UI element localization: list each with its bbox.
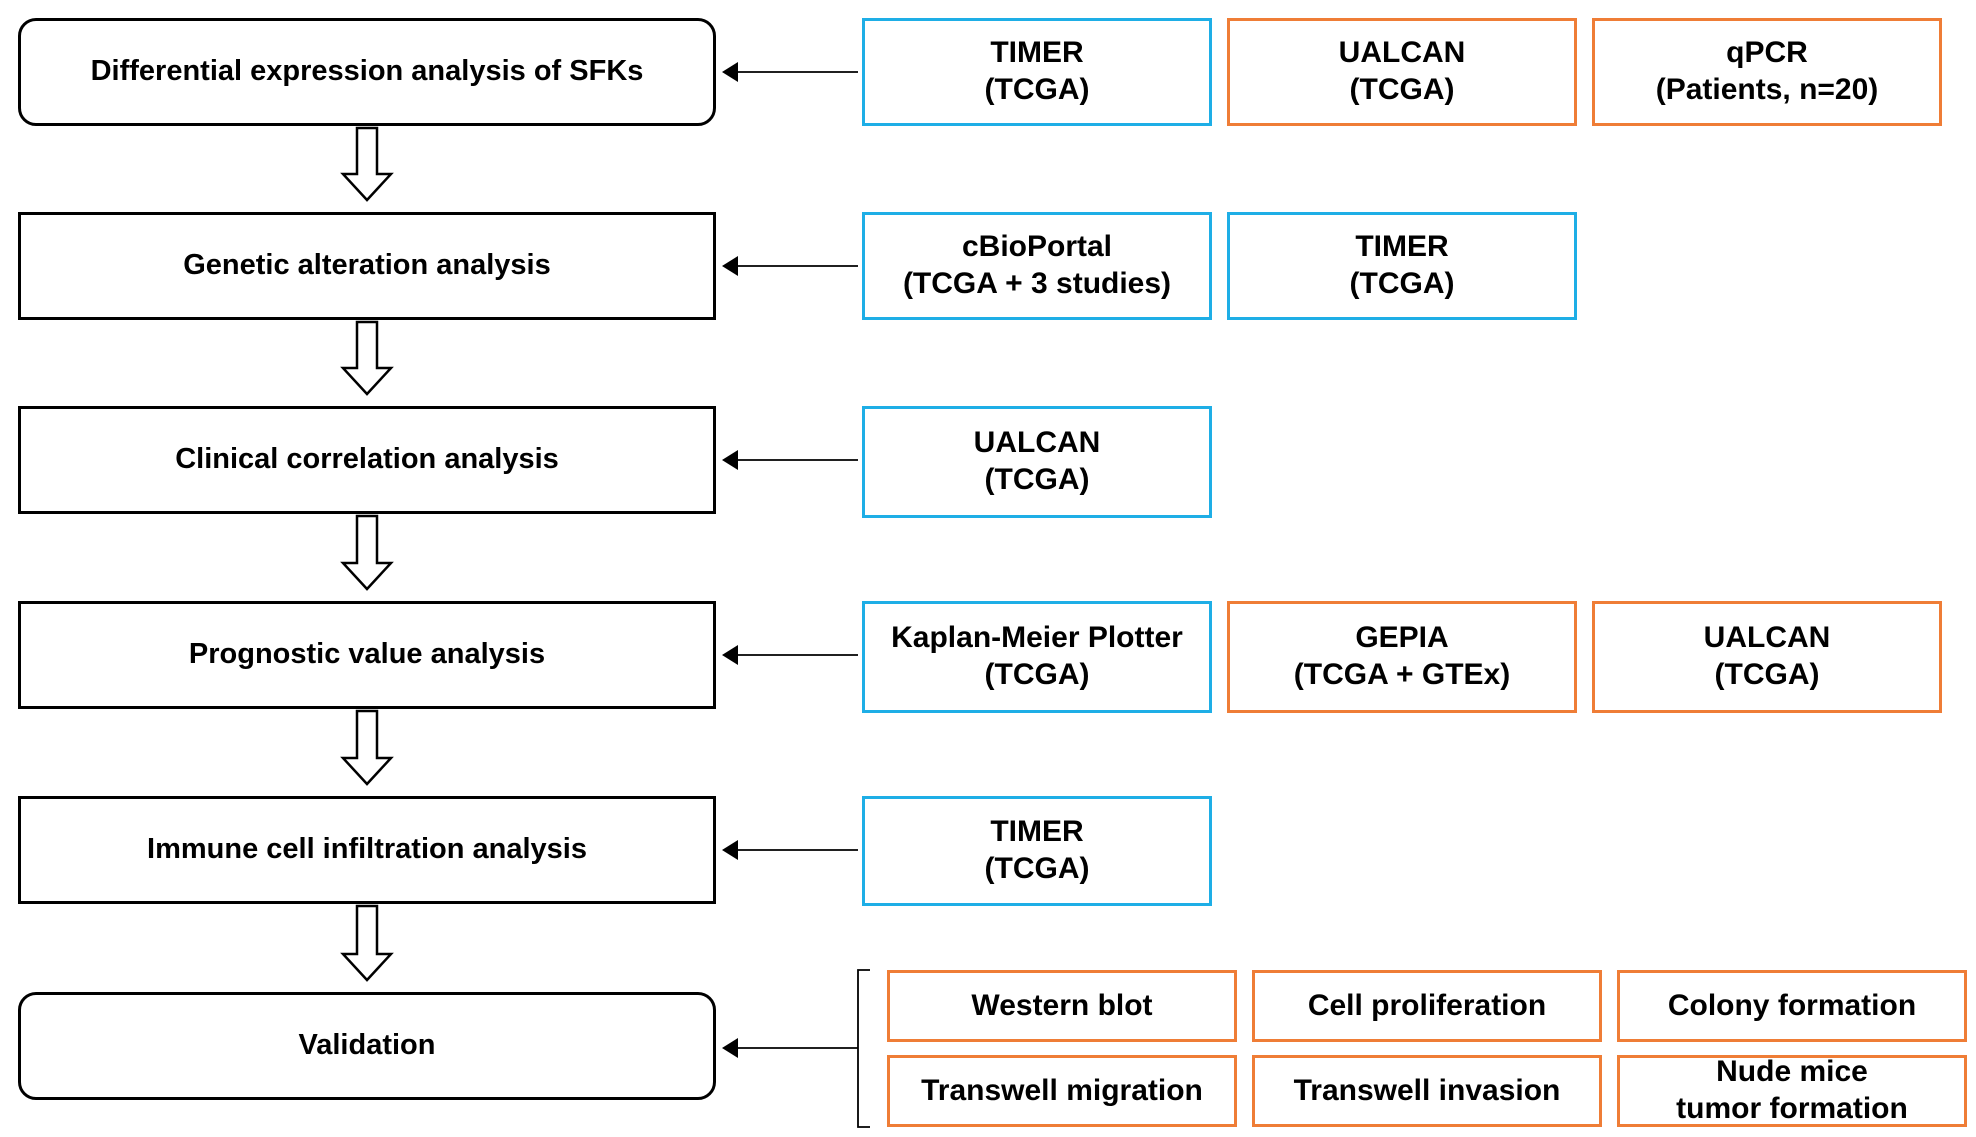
step-label: Validation bbox=[298, 1029, 436, 1062]
source-name: UALCAN bbox=[1338, 36, 1466, 70]
source-name: Kaplan-Meier Plotter bbox=[891, 621, 1183, 655]
down-arrow bbox=[340, 904, 394, 982]
validation-label: Colony formation bbox=[1667, 988, 1917, 1022]
step-label: Differential expression analysis of SFKs bbox=[90, 55, 644, 88]
source-dataset: (TCGA + GTEx) bbox=[1293, 658, 1511, 691]
validation-bracket bbox=[857, 969, 870, 1128]
source-dataset: (TCGA) bbox=[984, 463, 1090, 496]
step-label: Clinical correlation analysis bbox=[175, 443, 559, 476]
left-arrow-head bbox=[722, 62, 738, 82]
source-name: TIMER bbox=[990, 36, 1084, 70]
source-name: TIMER bbox=[990, 815, 1084, 849]
source-dataset: (TCGA) bbox=[1349, 267, 1455, 300]
source-dataset: (TCGA) bbox=[1714, 658, 1820, 691]
source-box: qPCR (Patients, n=20) bbox=[1592, 18, 1942, 126]
validation-label: Transwell migration bbox=[921, 1073, 1203, 1107]
down-arrow bbox=[340, 126, 394, 202]
source-box: Kaplan-Meier Plotter (TCGA) bbox=[862, 601, 1212, 713]
validation-box: Cell proliferation bbox=[1252, 970, 1602, 1042]
source-name: TIMER bbox=[1355, 230, 1449, 264]
source-dataset: (TCGA) bbox=[1349, 73, 1455, 106]
validation-box: Western blot bbox=[887, 970, 1237, 1042]
validation-label: Nude mice bbox=[1716, 1055, 1868, 1089]
step-clinical-correlation: Clinical correlation analysis bbox=[18, 406, 716, 514]
source-box: UALCAN (TCGA) bbox=[1227, 18, 1577, 126]
down-arrow bbox=[340, 320, 394, 396]
source-box: TIMER (TCGA) bbox=[1227, 212, 1577, 320]
down-arrow bbox=[340, 709, 394, 786]
source-name: GEPIA bbox=[1355, 621, 1449, 655]
left-arrow-head bbox=[722, 645, 738, 665]
step-validation: Validation bbox=[18, 992, 716, 1100]
left-arrow-head bbox=[722, 1038, 738, 1058]
validation-label-line2: tumor formation bbox=[1676, 1092, 1908, 1125]
source-box: TIMER (TCGA) bbox=[862, 796, 1212, 906]
left-arrow-head bbox=[722, 256, 738, 276]
step-immune-infiltration: Immune cell infiltration analysis bbox=[18, 796, 716, 904]
source-box: TIMER (TCGA) bbox=[862, 18, 1212, 126]
left-arrow-head bbox=[722, 840, 738, 860]
validation-box: Transwell migration bbox=[887, 1055, 1237, 1127]
validation-box: Colony formation bbox=[1617, 970, 1967, 1042]
source-name: qPCR bbox=[1726, 36, 1808, 70]
step-label: Genetic alteration analysis bbox=[183, 249, 551, 282]
left-arrow-head bbox=[722, 450, 738, 470]
step-differential-expression: Differential expression analysis of SFKs bbox=[18, 18, 716, 126]
validation-label: Transwell invasion bbox=[1293, 1073, 1561, 1107]
step-prognostic-value: Prognostic value analysis bbox=[18, 601, 716, 709]
source-dataset: (Patients, n=20) bbox=[1655, 73, 1879, 106]
source-box: GEPIA (TCGA + GTEx) bbox=[1227, 601, 1577, 713]
source-dataset: (TCGA) bbox=[984, 73, 1090, 106]
source-box: UALCAN (TCGA) bbox=[862, 406, 1212, 518]
validation-box: Transwell invasion bbox=[1252, 1055, 1602, 1127]
down-arrow bbox=[340, 514, 394, 591]
validation-box: Nude mice tumor formation bbox=[1617, 1055, 1967, 1127]
source-name: UALCAN bbox=[1703, 621, 1831, 655]
source-box: cBioPortal (TCGA + 3 studies) bbox=[862, 212, 1212, 320]
source-dataset: (TCGA) bbox=[984, 658, 1090, 691]
validation-label: Western blot bbox=[971, 988, 1153, 1022]
validation-label: Cell proliferation bbox=[1307, 988, 1547, 1022]
source-box: UALCAN (TCGA) bbox=[1592, 601, 1942, 713]
source-name: cBioPortal bbox=[961, 230, 1113, 264]
step-genetic-alteration: Genetic alteration analysis bbox=[18, 212, 716, 320]
source-name: UALCAN bbox=[973, 426, 1101, 460]
source-dataset: (TCGA) bbox=[984, 852, 1090, 885]
step-label: Immune cell infiltration analysis bbox=[147, 833, 587, 866]
step-label: Prognostic value analysis bbox=[188, 638, 546, 671]
source-dataset: (TCGA + 3 studies) bbox=[902, 267, 1172, 300]
